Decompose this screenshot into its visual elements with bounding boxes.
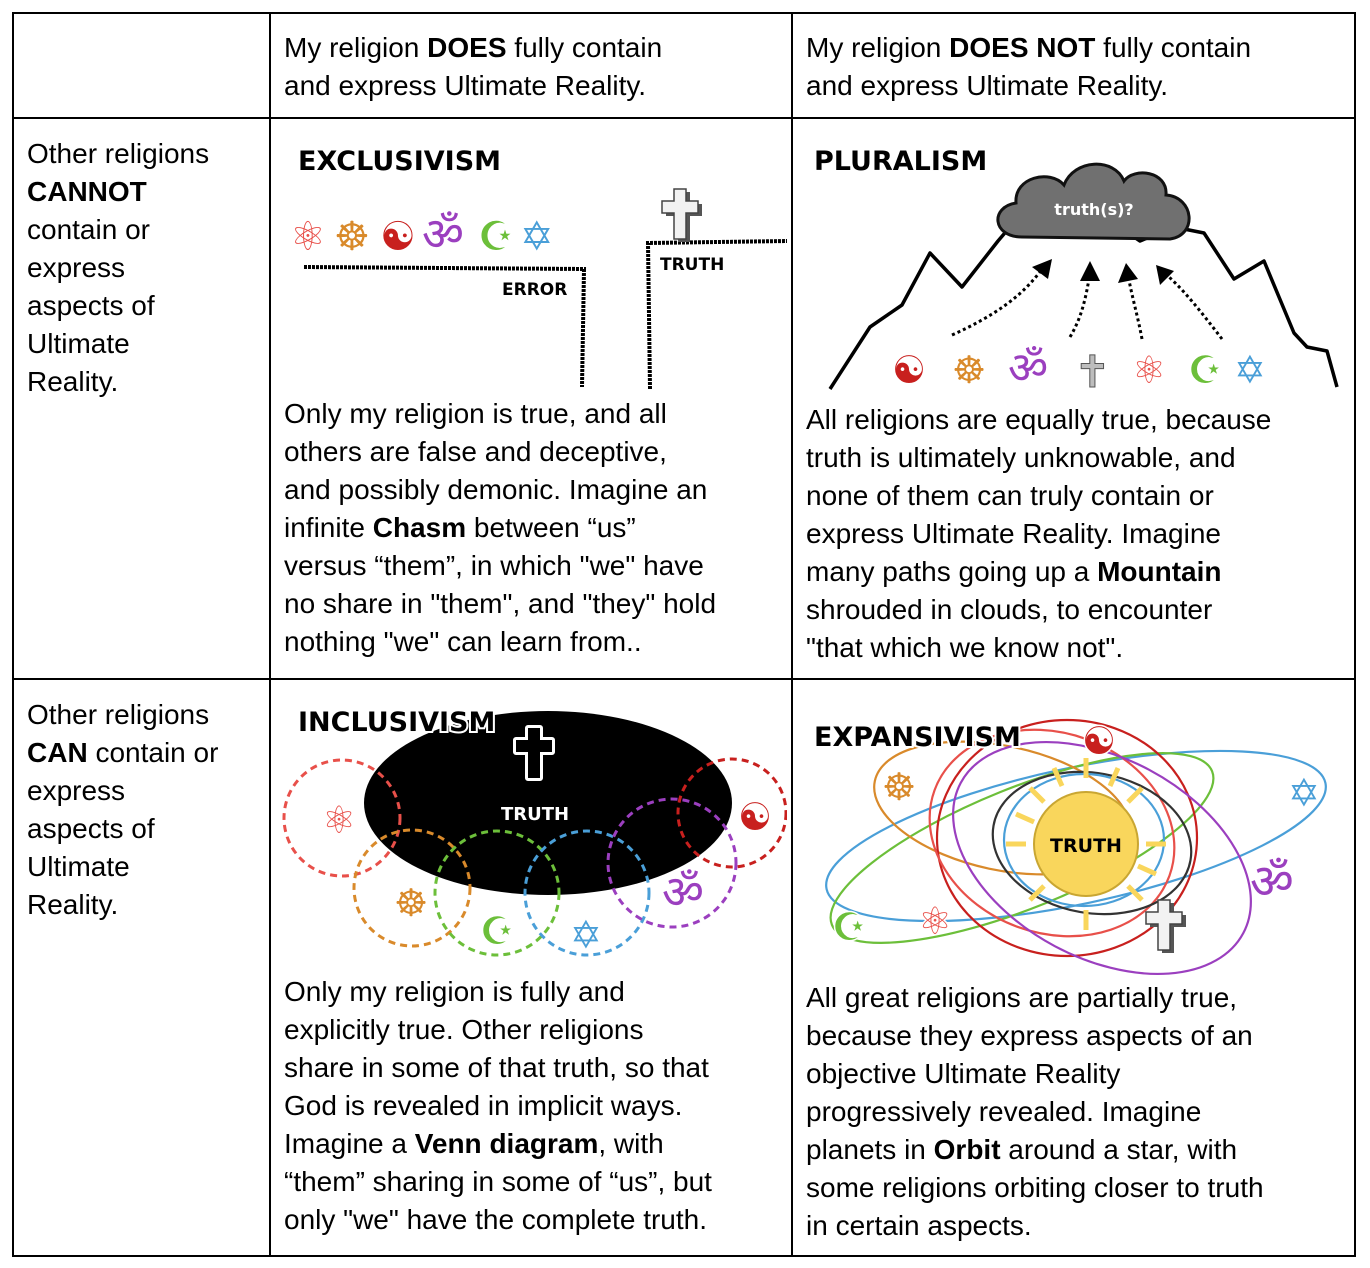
- header-does: My religion DOES fully contain and expre…: [284, 32, 663, 101]
- atom-icon: ⚛: [918, 899, 952, 943]
- header-does-not: My religion DOES NOT fully contain and e…: [806, 32, 1252, 101]
- row-label-cannot: Other religions CANNOT contain or expres…: [27, 138, 210, 397]
- dharma-wheel-icon: ☸: [334, 214, 370, 260]
- pluralism-title: PLURALISM: [814, 146, 987, 177]
- truth-label: TRUTH: [1050, 835, 1122, 857]
- cross-icon: [513, 725, 555, 781]
- arrow-heads: [1032, 259, 1174, 285]
- yin-yang-icon: ☯: [892, 348, 926, 392]
- yin-yang-icon: ☯: [380, 214, 416, 260]
- cross-icon: [661, 188, 702, 242]
- venn-circles: [282, 757, 787, 957]
- om-icon: ॐ: [662, 865, 704, 919]
- atom-icon: ⚛: [322, 798, 356, 842]
- pluralism-diagram: PLURALISM truth(s)? ☯ ☸ ॐ ✝ ⚛ ☪: [814, 146, 1339, 397]
- yin-yang-icon: ☯: [1082, 719, 1116, 763]
- cross-icon: [1145, 899, 1186, 953]
- expansivism-title: EXPANSIVISM: [814, 722, 1021, 753]
- star-of-david-icon: ✡: [1288, 771, 1320, 815]
- truth-ellipse: [364, 711, 732, 895]
- cloud-shape: [996, 162, 1191, 241]
- om-icon: ॐ: [422, 207, 464, 261]
- border-top: [12, 12, 1356, 14]
- dharma-wheel-icon: ☸: [882, 765, 916, 809]
- expansivism-diagram: TRUTH EXPANSIVISM ☯ ☸ ✡ ॐ ☪ ⚛: [812, 718, 1327, 976]
- row-label-can: Other religions CAN contain or express a…: [27, 699, 219, 920]
- dharma-wheel-icon: ☸: [394, 881, 428, 925]
- error-ledge: [303, 265, 587, 388]
- crescent-icon: ☪: [480, 909, 514, 953]
- border-right: [1354, 12, 1356, 1257]
- exclusivism-description: Only my religion is true, and all others…: [284, 398, 717, 657]
- om-icon: ॐ: [1008, 343, 1048, 394]
- om-icon: ॐ: [1250, 854, 1294, 910]
- border-row2: [12, 678, 1356, 680]
- truth-label: TRUTH: [660, 255, 724, 275]
- yin-yang-icon: ☯: [738, 795, 772, 839]
- border-col2: [791, 12, 793, 1257]
- inclusivism-diagram: INCLUSIVISM TRUTH ⚛ ☸ ☪ ✡ ॐ ☯: [282, 705, 787, 957]
- atom-icon: ⚛: [1132, 348, 1166, 392]
- error-label: ERROR: [502, 280, 567, 300]
- border-left: [12, 12, 14, 1257]
- star-of-david-icon: ✡: [570, 913, 602, 957]
- truth-label: TRUTH: [501, 804, 569, 825]
- border-bottom: [12, 1255, 1356, 1257]
- exclusivism-title: EXCLUSIVISM: [298, 146, 501, 177]
- crescent-icon: ☪: [1188, 348, 1222, 392]
- inclusivism-title: INCLUSIVISM: [298, 707, 495, 738]
- crescent-icon: ☪: [478, 214, 514, 260]
- star-of-david-icon: ✡: [1234, 348, 1266, 392]
- dharma-wheel-icon: ☸: [952, 348, 986, 392]
- sun-rays: [1006, 758, 1166, 930]
- border-col1: [269, 12, 271, 1257]
- expansivism-description: All great religions are partially true, …: [806, 982, 1264, 1241]
- pluralism-description: All religions are equally true, because …: [806, 404, 1272, 663]
- comparison-table: My religion DOES fully contain and expre…: [12, 12, 1356, 1257]
- cloud-label: truth(s)?: [1054, 200, 1133, 219]
- atom-icon: ⚛: [290, 214, 326, 260]
- crescent-icon: ☪: [832, 905, 866, 949]
- inclusivism-description: Only my religion is fully and explicitly…: [284, 976, 712, 1235]
- cross-icon: ✝: [1074, 347, 1111, 397]
- star-of-david-icon: ✡: [520, 214, 554, 260]
- exclusivism-diagram: EXCLUSIVISM ⚛ ☸ ☯ ॐ ☪ ✡ ERROR TRUTH: [290, 146, 787, 390]
- truth-sun: [1033, 791, 1139, 897]
- border-row1: [12, 117, 1356, 119]
- truth-ledge: [645, 239, 787, 390]
